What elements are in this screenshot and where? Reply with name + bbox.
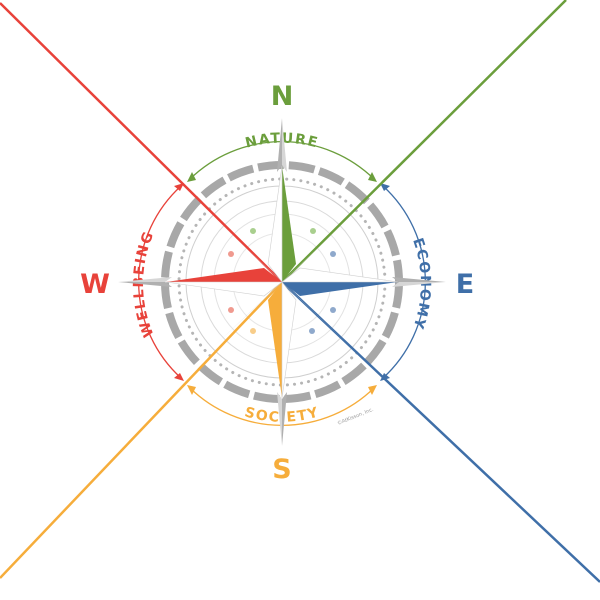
- point-south-light: [281, 281, 297, 399]
- arc-economy-arrow-bottom: [380, 373, 390, 381]
- arc-society-arrow-left: [187, 385, 196, 395]
- dot-nw: [250, 228, 256, 234]
- point-west-light: [165, 281, 283, 297]
- diagonal-wellbeing: [0, 2, 283, 283]
- arc-society-arrow-right: [368, 385, 377, 395]
- dot-nw2: [228, 251, 234, 257]
- cardinal-north: N: [271, 81, 294, 112]
- diagonal-nature: [281, 0, 567, 283]
- compass-rose-main: [165, 165, 399, 399]
- point-east: [282, 282, 398, 296]
- dot-sw: [250, 328, 256, 334]
- arc-wellbeing-arrow-top: [174, 183, 184, 191]
- arc-nature-arrow-right: [368, 172, 377, 182]
- dot-sw2: [228, 307, 234, 313]
- arc-nature-arrow-left: [187, 172, 196, 182]
- arc-economy-arrow-top: [380, 183, 390, 191]
- quadrant-dots: [228, 228, 336, 334]
- arc-wellbeing-arrow-bottom: [174, 373, 184, 381]
- point-north-light: [267, 165, 283, 283]
- point-south: [268, 282, 282, 398]
- compass-rose-diagonals: [212, 216, 352, 348]
- point-west: [166, 268, 282, 282]
- dot-se: [330, 307, 336, 313]
- point-east-light: [281, 267, 399, 283]
- copyright-credit: ©AtKisson, Inc.: [336, 406, 375, 427]
- dot-se2: [309, 328, 315, 334]
- dot-ne2: [330, 251, 336, 257]
- dot-ne: [310, 228, 316, 234]
- cardinal-west: W: [80, 269, 110, 300]
- diagonal-society: [0, 281, 283, 579]
- compass-rose-minor: [118, 118, 446, 446]
- cardinal-east: E: [456, 269, 474, 300]
- point-north: [282, 166, 296, 282]
- cardinal-south: S: [272, 454, 291, 485]
